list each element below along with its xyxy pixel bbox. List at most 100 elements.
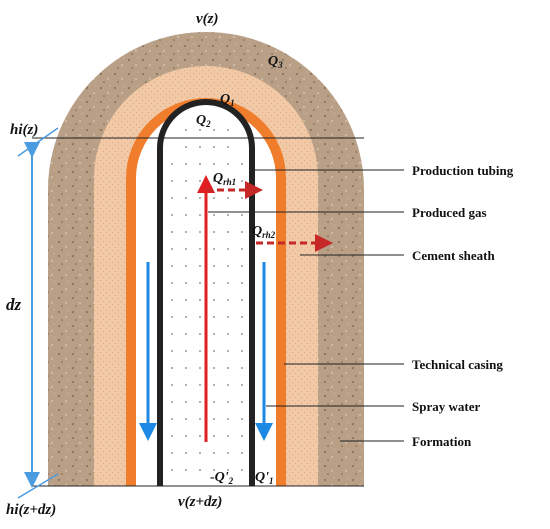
gas-dot — [227, 180, 229, 182]
callout-cement-sheath: Cement sheath — [412, 248, 495, 263]
gas-dot — [171, 333, 173, 335]
gas-dot — [185, 418, 187, 420]
qrh2-label: Qrh2 — [252, 224, 276, 240]
gas-dot — [227, 435, 229, 437]
gas-dot — [171, 384, 173, 386]
gas-dot — [171, 265, 173, 267]
callout-produced-gas: Produced gas — [412, 205, 487, 220]
gas-dot — [227, 384, 229, 386]
gas-dot — [213, 214, 215, 216]
gas-dot — [213, 248, 215, 250]
gas-dot — [171, 282, 173, 284]
gas-dot — [199, 333, 201, 335]
gas-dot — [199, 248, 201, 250]
hi-bottom-label: hi(z+dz) — [6, 502, 56, 518]
gas-dot — [213, 231, 215, 233]
gas-dot — [199, 129, 201, 131]
q2-prime-label: -Q'2 — [210, 470, 234, 486]
gas-dot — [199, 231, 201, 233]
callout-formation: Formation — [412, 434, 472, 449]
gas-dot — [241, 367, 243, 369]
gas-dot — [171, 350, 173, 352]
gas-dot — [213, 163, 215, 165]
gas-dot — [213, 299, 215, 301]
gas-dot — [227, 248, 229, 250]
q1-prime-label: Q'1 — [255, 470, 274, 486]
gas-dot — [227, 231, 229, 233]
gas-dot — [199, 214, 201, 216]
gas-dot — [185, 316, 187, 318]
gas-dot — [227, 129, 229, 131]
gas-dot — [185, 282, 187, 284]
gas-dot — [227, 265, 229, 267]
gas-dot — [185, 367, 187, 369]
gas-dot — [213, 435, 215, 437]
gas-dot — [185, 452, 187, 454]
gas-dot — [227, 214, 229, 216]
gas-dot — [185, 435, 187, 437]
gas-dot — [185, 180, 187, 182]
gas-dot — [241, 469, 243, 471]
gas-dot — [213, 384, 215, 386]
gas-dot — [171, 180, 173, 182]
gas-dot — [241, 282, 243, 284]
gas-dot — [213, 197, 215, 199]
gas-dot — [199, 401, 201, 403]
gas-dot — [241, 435, 243, 437]
gas-dot — [185, 163, 187, 165]
gas-dot — [227, 146, 229, 148]
gas-dot — [213, 367, 215, 369]
gas-dot — [241, 299, 243, 301]
gas-dot — [199, 367, 201, 369]
gas-dot — [185, 333, 187, 335]
gas-dot — [241, 333, 243, 335]
qrh1-label: Qrh1 — [213, 171, 236, 187]
gas-dot — [171, 469, 173, 471]
v-top-label: v(z) — [196, 11, 219, 27]
gas-dot — [199, 435, 201, 437]
gas-dot — [241, 384, 243, 386]
gas-dot — [185, 129, 187, 131]
gas-dot — [199, 316, 201, 318]
v-bottom-label: v(z+dz) — [178, 494, 222, 510]
gas-dot — [227, 469, 229, 471]
gas-dot — [185, 231, 187, 233]
gas-dot — [227, 316, 229, 318]
gas-dot — [241, 452, 243, 454]
gas-dot — [213, 418, 215, 420]
gas-dot — [241, 180, 243, 182]
gas-dot — [213, 452, 215, 454]
hi-top-label: hi(z) — [10, 122, 38, 138]
gas-dot — [227, 197, 229, 199]
gas-dot — [185, 214, 187, 216]
gas-dot — [227, 367, 229, 369]
gas-dots — [171, 129, 243, 471]
gas-dot — [213, 282, 215, 284]
gas-dot — [227, 299, 229, 301]
gas-dot — [185, 469, 187, 471]
gas-dot — [213, 350, 215, 352]
gas-dot — [199, 452, 201, 454]
gas-dot — [241, 214, 243, 216]
callout-spray-water: Spray water — [412, 399, 480, 414]
gas-dot — [241, 350, 243, 352]
gas-dot — [185, 197, 187, 199]
gas-dot — [185, 384, 187, 386]
q1-label: Q1 — [220, 92, 235, 108]
gas-dot — [199, 469, 201, 471]
gas-dot — [241, 401, 243, 403]
gas-dot — [171, 316, 173, 318]
gas-dot — [227, 350, 229, 352]
gas-dot — [241, 163, 243, 165]
gas-dot — [227, 282, 229, 284]
gas-dot — [213, 316, 215, 318]
gas-dot — [199, 180, 201, 182]
gas-dot — [171, 418, 173, 420]
gas-dot — [171, 452, 173, 454]
q3-label: Q3 — [268, 54, 283, 70]
gas-dot — [171, 231, 173, 233]
gas-dot — [171, 163, 173, 165]
gas-dot — [199, 163, 201, 165]
gas-dot — [171, 197, 173, 199]
